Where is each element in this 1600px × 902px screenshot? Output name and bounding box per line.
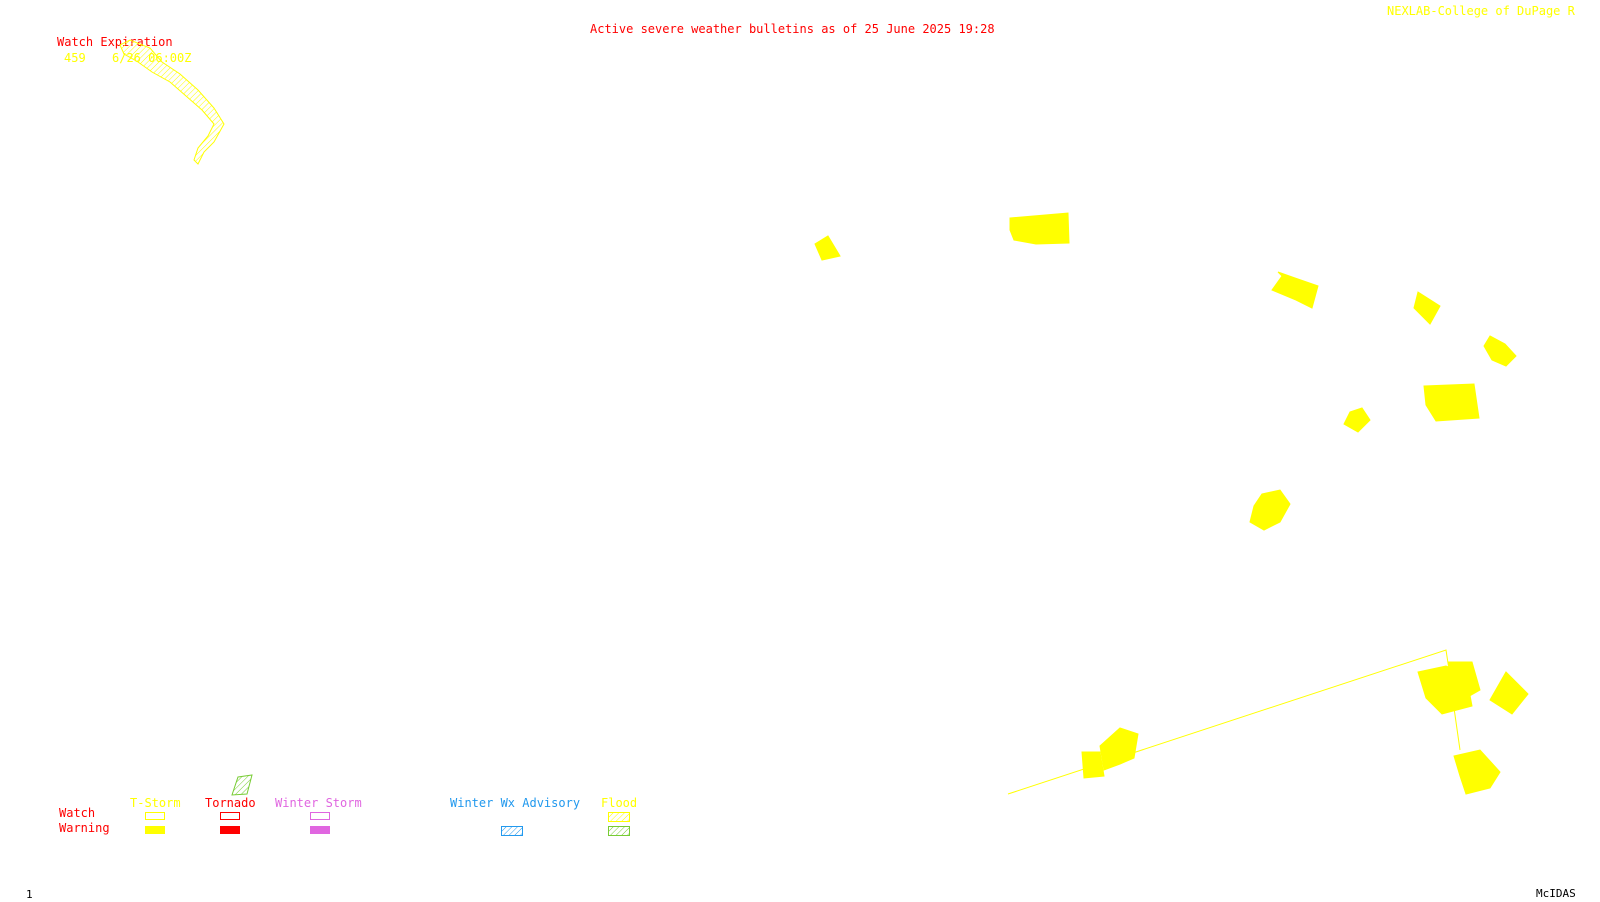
legend-tstorm-label: T-Storm: [130, 796, 181, 810]
software-credit: McIDAS: [1536, 887, 1576, 900]
tstorm-warning-polygon: [1099, 727, 1139, 771]
tstorm-warning-polygon: [1483, 335, 1517, 367]
legend-tornado-warning-swatch: [220, 826, 240, 834]
tstorm-warning-polygon: [1413, 291, 1441, 325]
tstorm-watch-outline: [1453, 707, 1461, 751]
legend-flood-label: Flood: [601, 796, 638, 810]
tstorm-warning-polygon: [1343, 407, 1371, 433]
source-credit: NEXLAB-College of DuPage R: [1387, 4, 1575, 18]
legend-winter-advisory-label: Winter Wx Advisory: [450, 796, 581, 810]
legend-winter-advisory-warning-swatch: [501, 826, 523, 836]
frame-number: 1: [26, 888, 33, 901]
tstorm-warning-polygon: [1081, 751, 1105, 779]
tstorm-warning-polygon: [1447, 661, 1481, 699]
tstorm-warning-polygon: [1453, 749, 1501, 795]
legend-tstorm-warning-swatch: [145, 826, 165, 834]
tstorm-warning-polygon: [1489, 671, 1529, 715]
tstorm-warning-polygon: [1249, 489, 1291, 531]
legend-winter-storm-warning-swatch: [310, 826, 330, 834]
legend-tstorm-watch-swatch: [145, 812, 165, 820]
tstorm-watch-outline: [1007, 649, 1451, 795]
legend-flood-watch-swatch: [608, 812, 630, 822]
legend-tornado-watch-swatch: [220, 812, 240, 820]
tstorm-warning-polygon: [1271, 271, 1319, 309]
legend-winter-storm-label: Winter Storm: [275, 796, 362, 810]
legend-warning-label: Warning: [59, 821, 110, 835]
legend-watch-label: Watch: [59, 806, 96, 820]
legend-flood-warning-swatch: [608, 826, 630, 836]
legend-winter-storm-watch-swatch: [310, 812, 330, 820]
flood-warning-polygon: [231, 774, 253, 796]
tstorm-warning-polygon: [1423, 383, 1480, 422]
watch-expiration-heading: Watch Expiration: [57, 35, 173, 49]
tstorm-warning-polygon: [814, 235, 841, 261]
watch-number: 459: [64, 51, 86, 65]
bulletin-title: Active severe weather bulletins as of 25…: [590, 22, 995, 36]
legend-tornado-label: Tornado: [205, 796, 256, 810]
tstorm-warning-polygon: [1009, 212, 1070, 245]
flood-watch-459-polygon: [119, 39, 225, 165]
